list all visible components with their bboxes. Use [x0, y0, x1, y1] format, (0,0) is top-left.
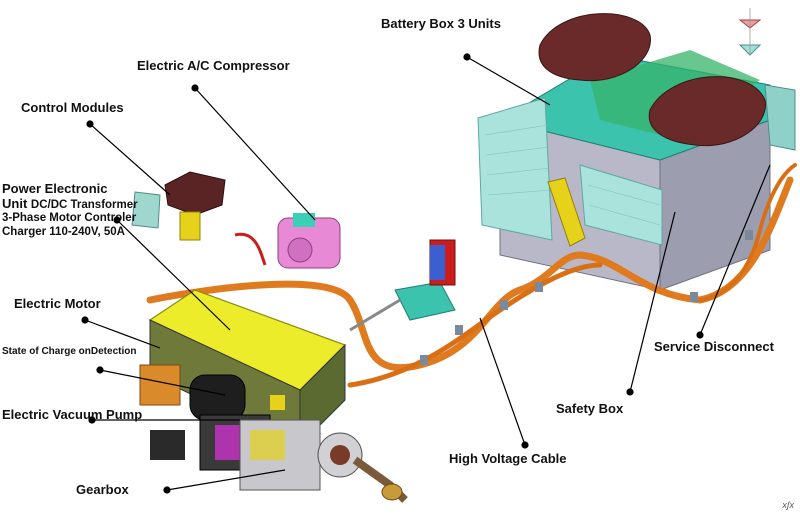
- hv-cable-second: [347, 262, 603, 388]
- safety-box-yellow: [547, 177, 586, 247]
- label-pe-unit-main: Unit: [2, 196, 28, 211]
- label-pe-unit-line4: Charger 110-240V, 50A: [2, 226, 125, 238]
- label-gearbox: Gearbox: [76, 482, 129, 497]
- battery-end-cap: [764, 84, 796, 151]
- front-bracket-assembly: [349, 239, 456, 332]
- battery-dome-1: [538, 13, 651, 82]
- leader-lines: [81, 53, 771, 494]
- label-control-modules: Control Modules: [21, 100, 124, 115]
- label-pe-unit-line2: Unit DC/DC Transformer: [2, 196, 138, 212]
- drivetrain: [139, 289, 408, 503]
- label-state-of-charge: State of Charge onDetection: [2, 346, 137, 357]
- high-voltage-cables: [146, 163, 797, 388]
- label-pe-unit-sub: DC/DC Transformer: [30, 199, 138, 211]
- label-electric-motor: Electric Motor: [14, 296, 101, 311]
- cooling-panel-right: [579, 164, 663, 246]
- label-safety-box: Safety Box: [556, 401, 624, 416]
- ac-hose: [234, 232, 267, 266]
- hv-cable-right: [698, 163, 797, 302]
- ac-compressor: [277, 213, 341, 269]
- label-service-disconnect: Service Disconnect: [654, 339, 774, 354]
- battery-box-assembly: [477, 13, 796, 291]
- label-high-voltage-cable: High Voltage Cable: [449, 451, 567, 466]
- cooling-panel-left: [477, 97, 553, 241]
- label-vacuum-pump: Electric Vacuum Pump: [2, 407, 143, 422]
- axis-triad-label: xʃx: [782, 500, 794, 510]
- orientation-triad: [738, 8, 762, 56]
- label-ac-compressor: Electric A/C Compressor: [137, 58, 290, 73]
- label-battery-box: Battery Box 3 Units: [381, 16, 501, 31]
- label-pe-unit-line3: 3-Phase Motor Controler: [2, 212, 137, 224]
- control-modules: [131, 171, 226, 241]
- battery-dome-2: [648, 76, 766, 147]
- label-pe-unit-line1: Power Electronic: [2, 181, 108, 196]
